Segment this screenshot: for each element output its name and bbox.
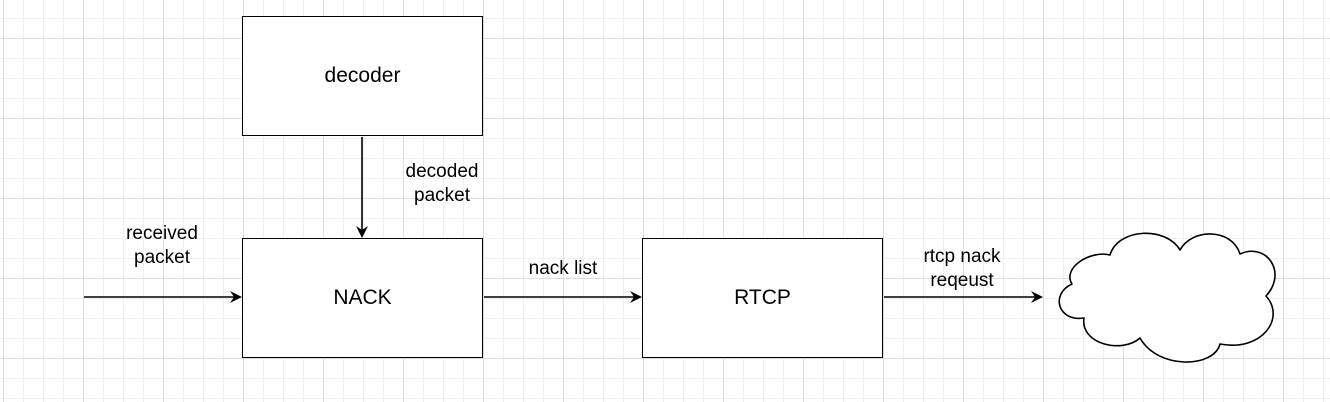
rtcp-node-label: RTCP	[734, 286, 791, 309]
decoder-node-label: decoder	[324, 64, 401, 87]
nack-node[interactable]: NACK	[242, 238, 483, 358]
rtcp-node[interactable]: RTCP	[642, 238, 883, 358]
received-packet-label: received packet	[126, 223, 198, 268]
nack-node-label: NACK	[333, 286, 392, 309]
decoder-node[interactable]: decoder	[242, 16, 483, 136]
nack-list-label: nack list	[528, 258, 598, 279]
decoded-packet-label: decoded packet	[405, 161, 479, 206]
cloud-icon[interactable]	[1058, 232, 1276, 363]
rtcp-nack-request-label: rtcp nack reqeust	[923, 246, 1001, 291]
